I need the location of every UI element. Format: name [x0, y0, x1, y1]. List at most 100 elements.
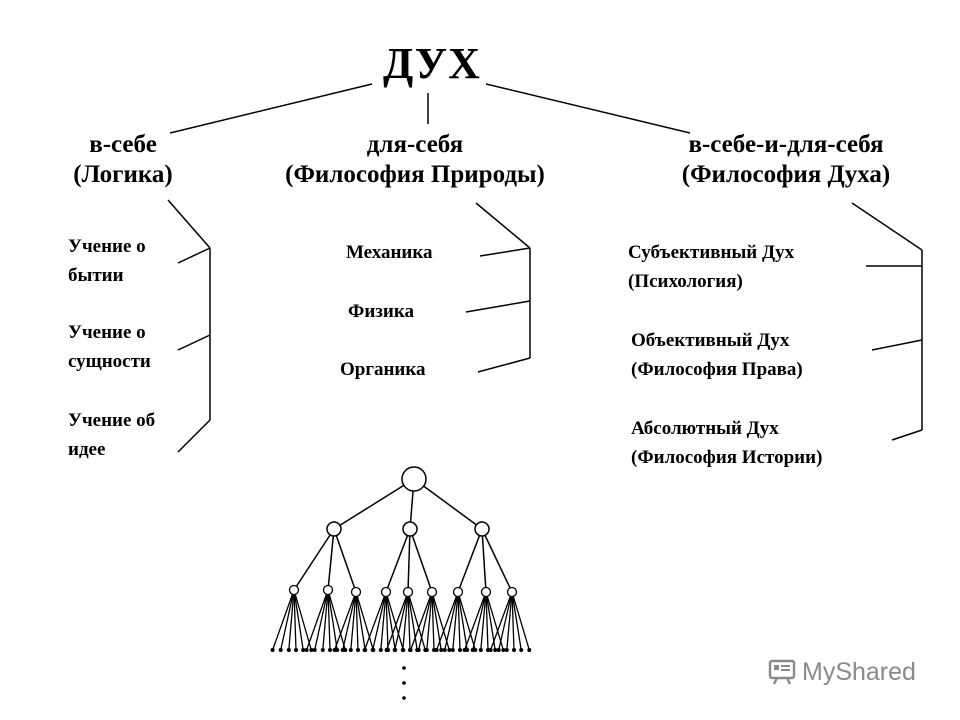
- tree-edge: [457, 591, 468, 651]
- logic-item-idea: Учение об идее: [68, 406, 155, 464]
- tree-level2-node: [350, 586, 362, 598]
- tree-edge: [457, 591, 461, 651]
- middle-branch-diag: [475, 202, 531, 249]
- tree-leaf: [270, 648, 275, 652]
- tree-edge: [327, 589, 346, 651]
- tree-continuation-dot: [402, 681, 406, 685]
- branch-left-heading: в-себе (Логика): [48, 130, 198, 190]
- tree-edge: [288, 589, 295, 651]
- spirit-item-objective: Объективный Дух (Философия Права): [631, 326, 803, 384]
- logic-item-idea-line2: идее: [68, 439, 106, 460]
- tree-edge: [435, 591, 459, 651]
- spirit-item-absolute: Абсолютный Дух (Философия Истории): [631, 414, 822, 472]
- branch-left-line1: в-себе: [89, 131, 157, 158]
- tree-leaf: [392, 648, 397, 652]
- tree-edge: [413, 478, 483, 530]
- tree-edge: [322, 589, 329, 651]
- tree-edge: [480, 591, 487, 651]
- tree-level1-node: [326, 521, 342, 537]
- logic-item-being-line2: бытии: [68, 265, 124, 286]
- tree-leaf: [362, 648, 367, 652]
- logic-item-being: Учение о бытии: [68, 232, 146, 290]
- tree-edge: [372, 591, 387, 651]
- tree-edge: [463, 591, 487, 651]
- tree-edge: [355, 591, 366, 651]
- branch-middle-line1: для-себя: [366, 131, 464, 158]
- myshared-watermark-text: MyShared: [802, 657, 916, 686]
- tree-leaf: [286, 648, 291, 652]
- spirit-item-subjective-line2: (Психология): [628, 271, 743, 292]
- tree-leaf: [501, 648, 506, 652]
- tree-edge: [333, 591, 357, 651]
- tree-level1-node: [402, 521, 418, 537]
- tree-leaf: [304, 648, 309, 652]
- tree-edge: [506, 591, 513, 651]
- tree-leaf: [488, 648, 493, 652]
- tree-edge: [293, 589, 297, 651]
- tree-edge: [511, 591, 515, 651]
- tree-edge: [511, 591, 522, 651]
- tree-level2-node: [506, 586, 518, 598]
- tree-level2-node: [402, 586, 414, 598]
- branch-middle-heading: для-себя (Философия Природы): [255, 130, 575, 190]
- tree-edge: [426, 591, 433, 651]
- tree-leaf: [332, 648, 337, 652]
- left-bracket-tick-2: [177, 334, 211, 351]
- tree-leaf: [294, 648, 298, 652]
- tree-edge: [385, 591, 409, 651]
- tree-leaf: [527, 648, 532, 652]
- tree-edge: [457, 591, 476, 651]
- tree-leaf: [519, 648, 524, 652]
- tree-leaf: [370, 648, 375, 652]
- tree-edge: [327, 589, 331, 651]
- tree-level2-node: [480, 586, 492, 598]
- tree-edge: [385, 528, 411, 593]
- tree-edge: [472, 591, 487, 651]
- tree-leaf: [462, 648, 467, 652]
- tree-level2-node: [380, 586, 392, 598]
- tree-leaf: [447, 648, 452, 652]
- tree-leaf: [478, 648, 483, 652]
- right-bracket-tick-3: [891, 429, 923, 441]
- left-branch-diag: [167, 199, 211, 249]
- title: ДУХ: [383, 39, 481, 88]
- tree-leaf: [312, 648, 317, 652]
- tree-edge: [498, 591, 513, 651]
- tree-leaf: [434, 648, 439, 652]
- tree-edge: [385, 591, 404, 651]
- tree-edge: [407, 528, 411, 593]
- middle-bracket-tick-3: [477, 357, 531, 373]
- nature-item-mechanics: Механика: [346, 242, 433, 263]
- logic-item-essence-line1: Учение о: [68, 322, 146, 343]
- right-bracket-tick-2: [871, 339, 923, 351]
- tree-edge: [280, 589, 295, 651]
- tree-edge: [485, 591, 489, 651]
- middle-bracket-tick-2: [465, 300, 531, 313]
- tree-leaf: [504, 648, 509, 652]
- right-branch-diag: [851, 202, 923, 251]
- tree-edge: [402, 591, 409, 651]
- logic-item-idea-line1: Учение об: [68, 410, 156, 431]
- tree-leaf: [512, 648, 516, 652]
- tree-edge: [409, 528, 433, 593]
- tree-edge: [407, 591, 426, 651]
- title-to-right-line: [485, 83, 691, 134]
- tree-edge: [355, 591, 359, 651]
- branch-right-line1: в-себе-и-для-себя: [688, 131, 884, 158]
- tree-leaf: [496, 648, 501, 652]
- spirit-item-subjective: Субъективный Дух (Психология): [628, 238, 794, 296]
- tree-edge: [327, 528, 335, 591]
- tree-leaf: [439, 648, 444, 652]
- tree-leaf: [416, 648, 421, 652]
- logic-item-being-line1: Учение о: [68, 236, 146, 257]
- spirit-item-subjective-line1: Субъективный Дух: [628, 242, 795, 263]
- tree-edge: [314, 589, 329, 651]
- branch-right-heading: в-себе-и-для-себя (Философия Духа): [652, 130, 920, 190]
- tree-leaf: [356, 648, 360, 652]
- tree-edge: [363, 591, 387, 651]
- logic-item-essence-line2: сущности: [68, 351, 151, 372]
- spirit-item-objective-line1: Объективный Дух: [631, 330, 790, 351]
- tree-level2-node: [322, 584, 334, 596]
- tree-edge: [271, 589, 295, 651]
